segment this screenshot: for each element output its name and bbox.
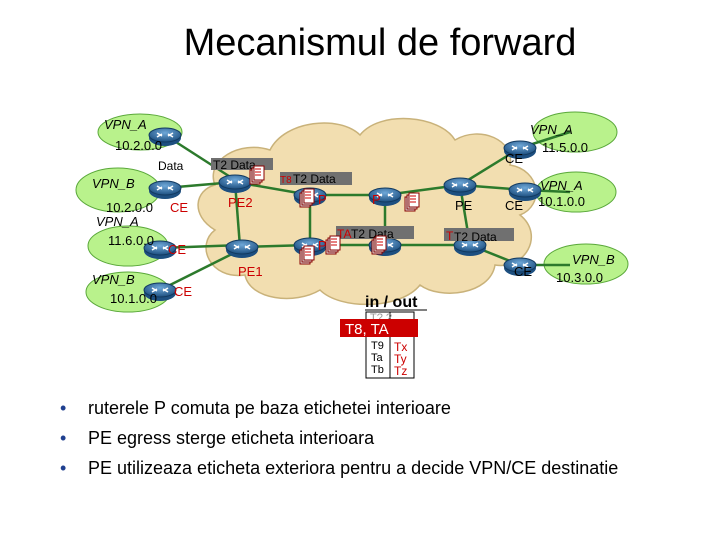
router-icon: [148, 127, 182, 146]
page-title: Mecanismul de forward: [183, 22, 577, 64]
bullet-dot-icon: •: [60, 428, 67, 448]
table-row-1-in: T9: [371, 340, 384, 352]
packets: Data T2 Data T8 T2 Data TA T2 Data T T2 …: [158, 158, 514, 265]
ce-label-3: CE: [174, 284, 192, 299]
p-label-2: P: [372, 192, 381, 207]
packet-icon: [371, 235, 387, 255]
packet-right-t2-data: T2 Data: [454, 230, 497, 244]
packet-ta-label: TA: [337, 227, 351, 241]
vpnb-1-name: VPN_B: [92, 176, 135, 191]
device-labels: CE CE CE CE CE CE PE2 PE1 PE P P P P: [168, 151, 532, 299]
vpna-3-prefix: 11.5.0.0: [542, 140, 588, 155]
packet-right-bar: [444, 228, 514, 241]
pe2-label: PE2: [228, 195, 253, 210]
vpna-2-name: VPN_A: [96, 214, 139, 229]
vpna-3-name: VPN_A: [530, 122, 573, 137]
ce-label-5: CE: [505, 198, 523, 213]
site-labels: VPN_A 10.2.0.0 VPN_B 10.2.0.0 VPN_A 11.6…: [92, 117, 615, 306]
packet-icon: [299, 188, 315, 208]
packet-data: Data: [158, 159, 184, 173]
provider-cloud: [197, 117, 537, 306]
bullet-dot-icon: •: [60, 458, 67, 478]
label-table: in / out T? ? T8, TA T9 Tx Ta Ty Tb Tz: [340, 294, 427, 379]
table-row-1-out: Tx: [394, 340, 407, 354]
router-icon: [218, 174, 252, 193]
vpna-4-prefix: 10.1.0.0: [538, 194, 585, 209]
router-icon: [503, 140, 537, 159]
packet-icon: [299, 245, 315, 265]
bullet-item-2: •PE egress sterge eticheta interioara: [60, 428, 375, 448]
router-icon: [368, 187, 402, 206]
vpnb-3-prefix: 10.3.0.0: [556, 270, 603, 285]
vpna-2-prefix: 11.6.0.0: [108, 233, 154, 248]
vpna-1-prefix: 10.2.0.0: [115, 138, 162, 153]
packet-right-t: T: [446, 229, 454, 243]
packet-t8-label: T8: [280, 175, 292, 186]
router-icon: [143, 282, 177, 301]
router-icon: [225, 239, 259, 258]
p-label-1: P: [318, 192, 327, 207]
router-icon: [453, 237, 487, 256]
table-row-3-in: Tb: [371, 364, 384, 376]
router-icon: [148, 180, 182, 199]
table-row-3-out: Tz: [394, 364, 407, 378]
ce-label-4: CE: [505, 151, 523, 166]
packet-icon: [249, 165, 265, 185]
vpna-4-name: VPN_A: [540, 178, 583, 193]
bullet-item-3: •PE utilizeaza eticheta exteriora pentru…: [60, 458, 619, 478]
table-row-2-out: Ty: [394, 352, 407, 366]
packet-t8-t2-bar: [280, 172, 352, 185]
packet-icon: [325, 235, 341, 255]
packet-icon: [404, 192, 420, 212]
vpnb-1-prefix: 10.2.0.0: [106, 200, 153, 215]
packet-ta-t2-data: T2 Data: [351, 227, 394, 241]
bullet-dot-icon: •: [60, 398, 67, 418]
vpnb-2-name: VPN_B: [92, 272, 135, 287]
packet-t2-data: T2 Data: [213, 158, 256, 172]
ce-label-1: CE: [170, 200, 188, 215]
bullet-list: •ruterele P comuta pe baza etichetei int…: [60, 398, 700, 488]
ce-label-6: CE: [514, 264, 532, 279]
site-cloud: [532, 111, 618, 153]
table-highlight-box: [340, 319, 418, 337]
bullet-item-1: •ruterele P comuta pe baza etichetei int…: [60, 398, 451, 418]
router-icon: [508, 182, 542, 201]
table-highlight: T8, TA: [345, 321, 389, 338]
packet-ta-t2-bar: [336, 226, 414, 239]
router-icon: [443, 177, 477, 196]
ce-label-2: CE: [168, 242, 186, 257]
vpnb-3-name: VPN_B: [572, 252, 615, 267]
vpna-1-name: VPN_A: [104, 117, 147, 132]
packet-t8-t2-data: T2 Data: [293, 172, 336, 186]
p-label-3: P: [318, 238, 327, 253]
table-header: in / out: [365, 294, 418, 311]
vpnb-2-prefix: 10.1.0.0: [110, 291, 157, 306]
pe1-label: PE1: [238, 264, 263, 279]
pe-label-right: PE: [455, 198, 473, 213]
router-icon: [503, 257, 537, 276]
table-row-2-in: Ta: [371, 352, 384, 364]
router-icon: [143, 240, 177, 259]
